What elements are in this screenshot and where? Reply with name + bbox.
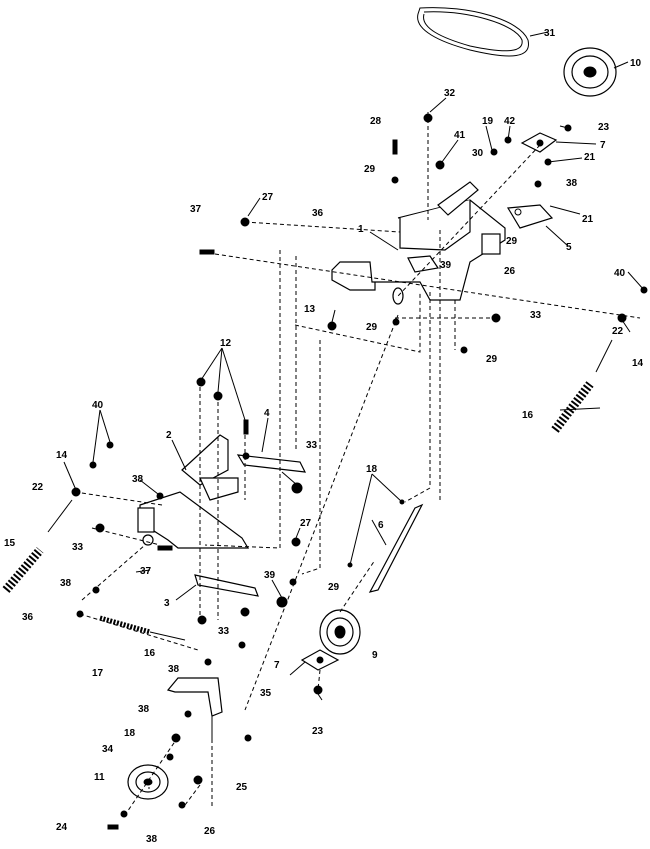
spring-left: [2, 547, 44, 593]
callout-40: 40: [614, 268, 626, 279]
callout-23b: 23: [312, 726, 324, 737]
callout-13: 13: [304, 304, 316, 315]
callout-38: 38: [566, 178, 578, 189]
callout-18: 18: [366, 464, 378, 475]
callout-39: 39: [440, 260, 452, 271]
callout-10: 10: [630, 58, 642, 69]
callout-3: 3: [164, 598, 170, 609]
callout-14: 14: [632, 358, 644, 369]
callout-37b: 37: [140, 566, 152, 577]
top-pulley: [563, 47, 617, 97]
support-plate-3: [194, 574, 259, 597]
callout-37: 37: [190, 204, 202, 215]
pin-left: [47, 499, 73, 533]
callout-12: 12: [220, 338, 232, 349]
callout-38b: 38: [132, 474, 144, 485]
callout-5: 5: [566, 242, 572, 253]
callout-25: 25: [236, 782, 248, 793]
callout-21: 21: [584, 152, 596, 163]
callout-29d: 29: [486, 354, 498, 365]
callout-9: 9: [372, 650, 378, 661]
callout-33b: 33: [306, 440, 318, 451]
callout-29: 29: [364, 164, 376, 175]
callout-22b: 22: [32, 482, 44, 493]
support-plate-4: [236, 452, 307, 473]
callout-31: 31: [544, 28, 556, 39]
upper-frame-assembly: [331, 181, 506, 305]
bottom-pulley: [127, 764, 169, 800]
drive-belt: [417, 7, 529, 57]
callout-42: 42: [504, 116, 516, 127]
tension-rod: [368, 503, 424, 593]
callout-38d: 38: [168, 664, 180, 675]
upper-bearing-bracket: [520, 132, 558, 153]
callout-21b: 21: [582, 214, 594, 225]
callout-6: 6: [378, 520, 384, 531]
callout-22: 22: [612, 326, 624, 337]
callout-19: 19: [482, 116, 494, 127]
callout-2: 2: [166, 430, 172, 441]
callout-1: 1: [358, 224, 364, 235]
callout-17: 17: [92, 668, 104, 679]
callout-29b: 29: [506, 236, 518, 247]
callout-27: 27: [262, 192, 274, 203]
lower-frame-assembly: [137, 434, 250, 549]
callout-16b: 16: [144, 648, 156, 659]
callout-41: 41: [454, 130, 466, 141]
callout-24: 24: [56, 822, 68, 833]
callout-7b: 7: [274, 660, 280, 671]
callout-15: 15: [4, 538, 16, 549]
callout-38f: 38: [146, 834, 158, 845]
callout-28: 28: [370, 116, 382, 127]
callout-33d: 33: [218, 626, 230, 637]
shift-lever: [166, 677, 223, 717]
callout-23: 23: [598, 122, 610, 133]
callout-36b: 36: [22, 612, 34, 623]
callout-33c: 33: [72, 542, 84, 553]
callout-14b: 14: [56, 450, 68, 461]
callout-35: 35: [260, 688, 272, 699]
callout-32: 32: [444, 88, 456, 99]
callout-34: 34: [102, 744, 114, 755]
spring-bottom: [99, 615, 186, 641]
callout-labels: 31 10 32 28 19 42 23 41 7 30 21 29 38 27…: [4, 28, 644, 845]
callout-38e: 38: [138, 704, 150, 715]
hardware-fasteners: [71, 113, 648, 830]
callout-38c: 38: [60, 578, 72, 589]
callout-26: 26: [504, 266, 516, 277]
callout-26b: 26: [204, 826, 216, 837]
lower-bearing-bracket: [300, 649, 340, 671]
callout-33: 33: [530, 310, 542, 321]
pin-right: [595, 339, 613, 373]
right-mount-bracket: [506, 204, 554, 229]
callout-29c: 29: [366, 322, 378, 333]
callout-40b: 40: [92, 400, 104, 411]
callout-11: 11: [94, 772, 105, 783]
callout-18b: 18: [124, 728, 136, 739]
middle-pulley: [319, 609, 361, 655]
callout-4: 4: [264, 408, 270, 419]
assembly-lines: [74, 112, 641, 816]
callout-30: 30: [472, 148, 484, 159]
callout-16: 16: [522, 410, 534, 421]
callout-36: 36: [312, 208, 324, 219]
leader-lines: [63, 31, 645, 789]
callout-39b: 39: [264, 570, 276, 581]
callout-29e: 29: [328, 582, 340, 593]
callout-7: 7: [600, 140, 606, 151]
spring-right: [551, 381, 594, 433]
callout-27b: 27: [300, 518, 312, 529]
